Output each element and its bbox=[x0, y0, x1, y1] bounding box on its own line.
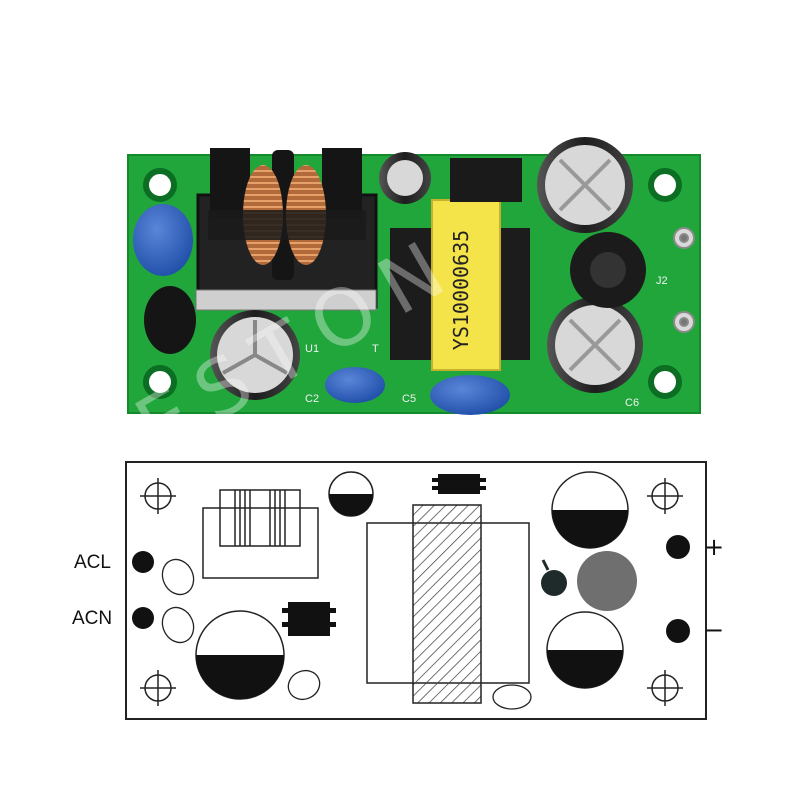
silk-c2: C2 bbox=[305, 393, 319, 405]
label-negative: − bbox=[704, 616, 725, 644]
choke-outline bbox=[202, 489, 319, 579]
large-capacitor-symbol bbox=[551, 471, 629, 549]
electrolytic-capacitor bbox=[537, 137, 633, 233]
silk-c5: C5 bbox=[402, 393, 416, 405]
silk-c6: C6 bbox=[625, 397, 639, 409]
large-capacitor-symbol bbox=[195, 610, 285, 700]
small-capacitor-symbol bbox=[328, 471, 374, 517]
label-acn: ACN bbox=[72, 608, 113, 629]
chip-symbol-left bbox=[282, 602, 336, 636]
pin-negative bbox=[666, 619, 690, 643]
thermistor bbox=[144, 286, 196, 354]
electrolytic-capacitor bbox=[379, 152, 431, 204]
ic-chip bbox=[450, 158, 522, 202]
silk-t: T bbox=[372, 343, 379, 355]
layout-diagram bbox=[125, 461, 707, 720]
chip-symbol-top bbox=[432, 474, 486, 494]
electrolytic-capacitor bbox=[210, 310, 300, 400]
pcb-photo: YS10000635 U1 T C2 C5 C6 J2 bbox=[127, 137, 701, 415]
large-capacitor-symbol bbox=[546, 611, 624, 689]
pin-positive bbox=[666, 535, 690, 559]
pin-acn bbox=[132, 607, 154, 629]
common-mode-choke bbox=[195, 148, 378, 311]
blue-capacitor bbox=[133, 204, 193, 276]
blue-capacitor bbox=[325, 367, 385, 403]
label-acl: ACL bbox=[74, 552, 111, 573]
transformer: YS10000635 bbox=[390, 199, 530, 371]
diode-symbol bbox=[541, 570, 567, 596]
electrolytic-capacitor bbox=[547, 297, 643, 393]
transformer-label: YS10000635 bbox=[449, 230, 473, 350]
blue-capacitor bbox=[430, 375, 510, 415]
transformer-outline bbox=[366, 504, 530, 704]
silk-j2: J2 bbox=[656, 275, 668, 287]
silk-u1: U1 bbox=[305, 343, 319, 355]
mounting-holes bbox=[143, 168, 682, 399]
label-positive: + bbox=[704, 533, 725, 561]
pin-acl bbox=[132, 551, 154, 573]
inductor-symbol bbox=[577, 551, 637, 611]
mount-crosshairs bbox=[140, 478, 683, 706]
